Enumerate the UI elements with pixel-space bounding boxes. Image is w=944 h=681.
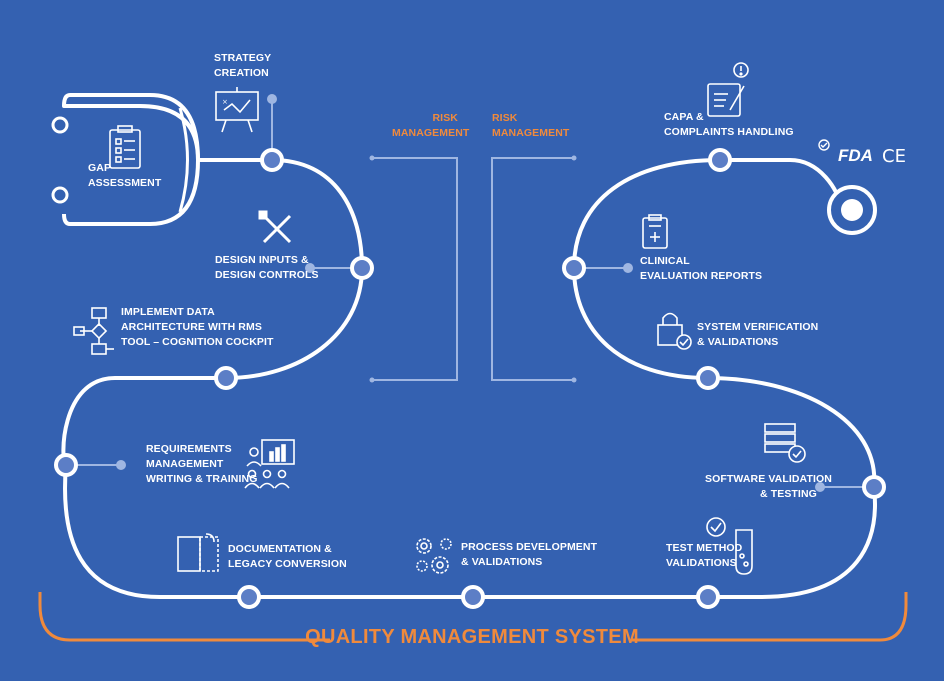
risk-bracket-left — [372, 157, 458, 381]
label-line: & VALIDATIONS — [697, 336, 779, 348]
risk-bracket-right — [491, 157, 574, 381]
label-risk-management-right: RISK MANAGEMENT — [492, 111, 569, 141]
footer-bracket-left — [38, 592, 330, 642]
ce-mark: CE — [882, 146, 906, 167]
whiteboard-strategy-icon: × — [215, 87, 259, 133]
label-line: ARCHITECTURE WITH RMS — [121, 321, 262, 333]
gap-top-cap — [51, 116, 69, 134]
label-line: LEGACY CONVERSION — [228, 558, 347, 570]
software-connector-dot — [815, 482, 825, 492]
flowchart-icon — [73, 307, 114, 355]
pencil-ruler-icon — [258, 210, 292, 244]
end-target-inner — [841, 199, 863, 221]
fda-badge-icon — [818, 139, 830, 151]
label-line: WRITING & TRAINING — [146, 473, 258, 485]
label-line: SYSTEM VERIFICATION — [697, 321, 819, 333]
risk-left-top-dot — [369, 155, 375, 161]
label-line: CLINICAL — [640, 255, 690, 267]
node-process — [461, 585, 485, 609]
label-line: COMPLAINTS HANDLING — [664, 126, 794, 138]
label-capa: CAPA & COMPLAINTS HANDLING — [664, 110, 794, 140]
label-system-verification: SYSTEM VERIFICATION & VALIDATIONS — [697, 320, 818, 350]
gap-bracket-inner — [178, 107, 189, 213]
label-line: PROCESS DEVELOPMENT — [461, 541, 598, 553]
gears-icon — [416, 538, 452, 574]
label-line: MANAGEMENT — [146, 458, 224, 470]
test-tube-check-icon — [706, 517, 753, 575]
label-line: CAPA & — [664, 111, 704, 123]
label-line: EVALUATION REPORTS — [640, 270, 763, 282]
node-design — [350, 256, 374, 280]
presentation-training-icon — [244, 439, 295, 489]
node-requirements — [54, 453, 78, 477]
node-testmethod — [696, 585, 720, 609]
server-check-icon — [764, 423, 806, 463]
complaint-document-icon — [707, 62, 749, 117]
label-process-development: PROCESS DEVELOPMENT & VALIDATIONS — [461, 540, 597, 570]
label-line: RISK — [492, 112, 518, 124]
gap-bracket — [62, 93, 201, 226]
label-line: STRATEGY — [214, 52, 272, 64]
process-path — [61, 104, 877, 599]
label-line: IMPLEMENT DATA — [121, 306, 215, 318]
label-line: & TESTING — [760, 488, 817, 500]
gap-bottom-cap — [51, 186, 69, 204]
footer-bracket-right — [632, 592, 908, 642]
node-documentation — [237, 585, 261, 609]
label-line: VALIDATIONS — [666, 557, 737, 569]
label-clinical-evaluation: CLINICAL EVALUATION REPORTS — [640, 254, 762, 284]
label-line: REQUIREMENTS — [146, 443, 232, 455]
risk-right-top-dot — [571, 155, 577, 161]
lock-check-icon — [657, 312, 692, 350]
label-line: & VALIDATIONS — [461, 556, 543, 568]
node-strategy — [260, 148, 284, 172]
design-connector-dot — [305, 263, 315, 273]
label-line: MANAGEMENT — [492, 127, 570, 139]
label-documentation: DOCUMENTATION & LEGACY CONVERSION — [228, 542, 347, 572]
label-line: RISK — [432, 112, 458, 124]
label-requirements: REQUIREMENTS MANAGEMENT WRITING & TRAINI… — [146, 442, 257, 487]
node-data — [214, 366, 238, 390]
label-line: MANAGEMENT — [392, 127, 470, 139]
requirements-connector-dot — [116, 460, 126, 470]
label-line: CREATION — [214, 67, 269, 79]
label-line: SOFTWARE VALIDATION — [705, 473, 832, 485]
node-clinical — [562, 256, 586, 280]
clinical-connector-dot — [623, 263, 633, 273]
label-line: DOCUMENTATION & — [228, 543, 332, 555]
document-conversion-icon — [177, 533, 219, 572]
label-implement-data: IMPLEMENT DATA ARCHITECTURE WITH RMS TOO… — [121, 305, 274, 350]
node-system — [696, 366, 720, 390]
clipboard-checklist-icon — [109, 125, 141, 169]
svg-text:×: × — [222, 98, 228, 106]
risk-right-bottom-dot — [571, 377, 577, 383]
label-test-method: TEST METHOD VALIDATIONS — [666, 541, 742, 571]
label-strategy-creation: STRATEGY CREATION — [214, 51, 271, 81]
label-line: DESIGN INPUTS & — [215, 254, 309, 266]
label-software-validation: SOFTWARE VALIDATION & TESTING — [705, 472, 832, 502]
risk-left-bottom-dot — [369, 377, 375, 383]
node-software — [862, 475, 886, 499]
medical-clipboard-icon — [642, 214, 668, 249]
label-line: GAP — [88, 162, 112, 174]
label-line: ASSESSMENT — [88, 177, 162, 189]
label-risk-management-left: RISK MANAGEMENT — [392, 111, 470, 141]
label-design-inputs: DESIGN INPUTS & DESIGN CONTROLS — [215, 253, 319, 283]
strategy-connector-dot — [267, 94, 277, 104]
node-capa — [708, 148, 732, 172]
fda-logo: FDA — [838, 146, 873, 165]
label-line: TEST METHOD — [666, 542, 743, 554]
label-gap-assessment: GAP ASSESSMENT — [88, 161, 161, 191]
label-line: TOOL – COGNITION COCKPIT — [121, 336, 274, 348]
quality-management-system-title: QUALITY MANAGEMENT SYSTEM — [305, 626, 639, 648]
label-line: DESIGN CONTROLS — [215, 269, 319, 281]
